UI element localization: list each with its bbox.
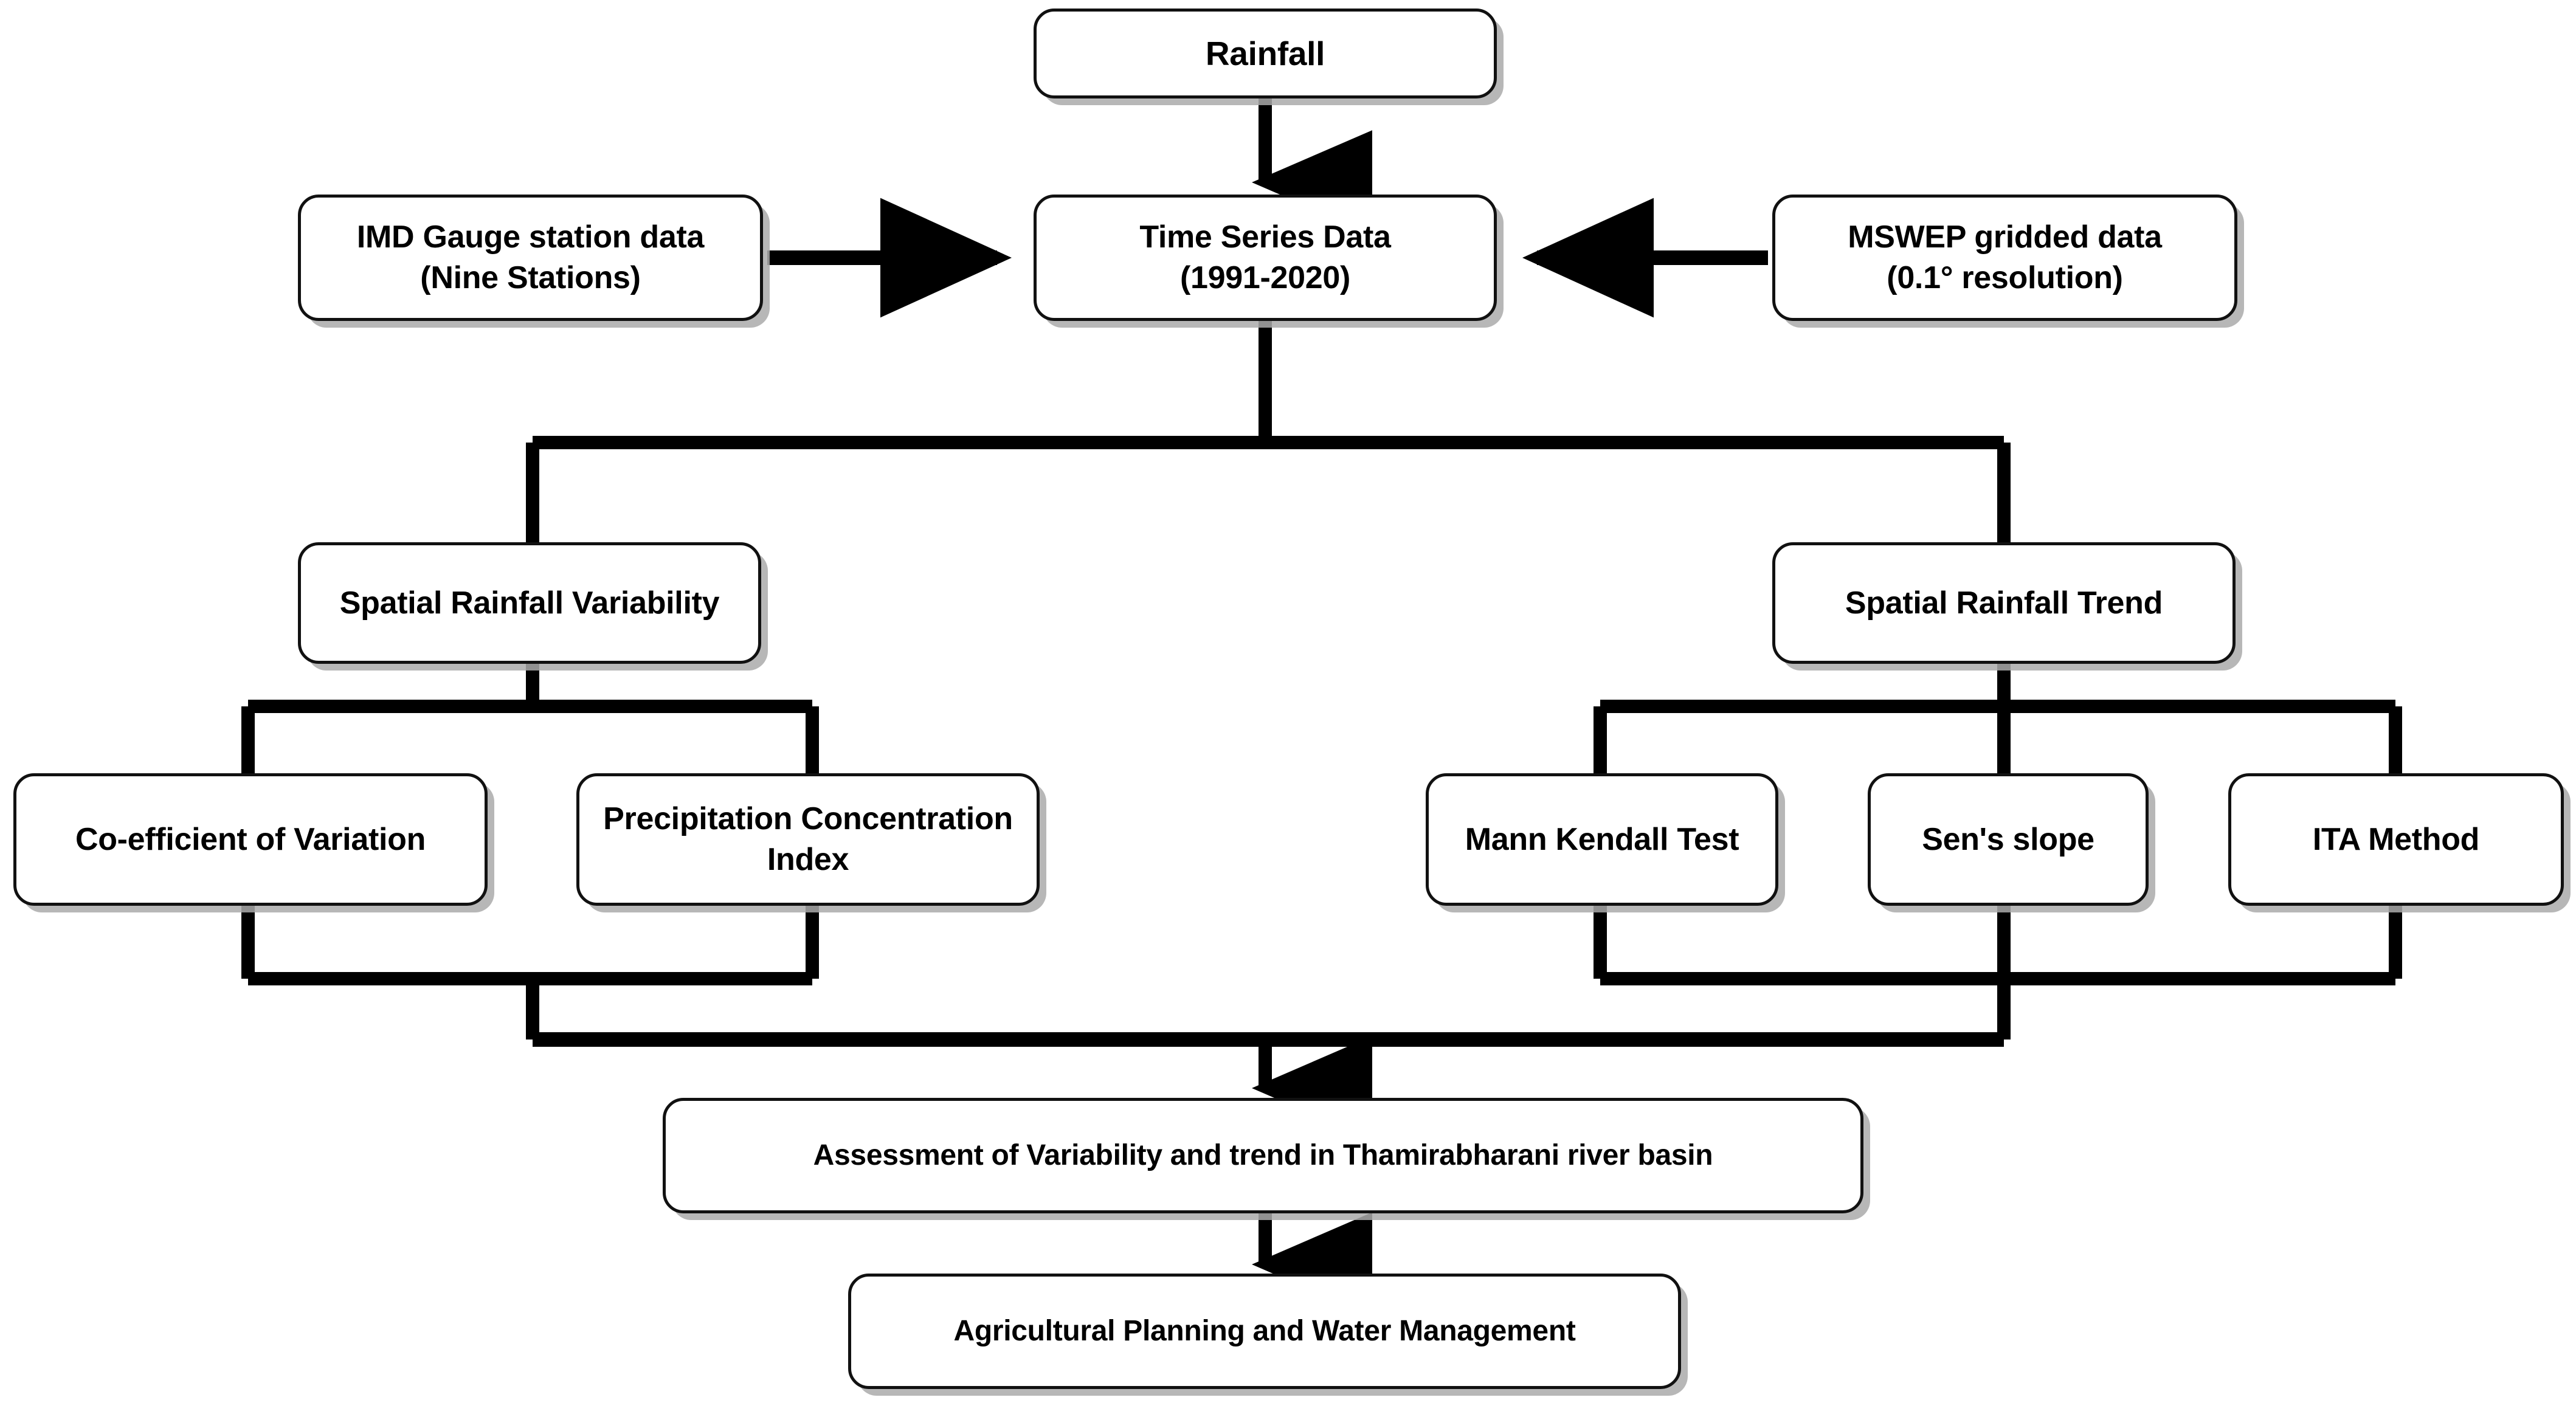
node-spatial-rainfall-variability-label: Spatial Rainfall Variability xyxy=(339,585,720,621)
node-spatial-rainfall-variability[interactable]: Spatial Rainfall Variability xyxy=(298,542,761,664)
node-assessment-of-variability-and-trend-label: Assessment of Variability and trend in T… xyxy=(813,1139,1713,1172)
node-ita-method[interactable]: ITA Method xyxy=(2228,773,2564,906)
node-agricultural-planning-and-water-management-label: Agricultural Planning and Water Manageme… xyxy=(953,1315,1576,1348)
node-precipitation-concentration-index-label: Precipitation Concentration Index xyxy=(603,801,1013,877)
node-mswep-gridded-data-label: MSWEP gridded data (0.1° resolution) xyxy=(1848,219,2162,295)
node-spatial-rainfall-trend[interactable]: Spatial Rainfall Trend xyxy=(1772,542,2236,664)
node-time-series-data-label: Time Series Data (1991-2020) xyxy=(1139,219,1391,295)
node-time-series-data[interactable]: Time Series Data (1991-2020) xyxy=(1034,195,1497,321)
node-rainfall[interactable]: Rainfall xyxy=(1034,9,1497,98)
node-assessment-of-variability-and-trend[interactable]: Assessment of Variability and trend in T… xyxy=(663,1098,1863,1213)
node-mann-kendall-test-label: Mann Kendall Test xyxy=(1465,821,1739,857)
node-coefficient-of-variation[interactable]: Co-efficient of Variation xyxy=(13,773,488,906)
node-precipitation-concentration-index[interactable]: Precipitation Concentration Index xyxy=(576,773,1040,906)
node-agricultural-planning-and-water-management[interactable]: Agricultural Planning and Water Manageme… xyxy=(848,1274,1681,1389)
node-spatial-rainfall-trend-label: Spatial Rainfall Trend xyxy=(1845,585,2163,621)
node-mswep-gridded-data[interactable]: MSWEP gridded data (0.1° resolution) xyxy=(1772,195,2237,321)
node-ita-method-label: ITA Method xyxy=(2312,821,2480,857)
node-sens-slope[interactable]: Sen's slope xyxy=(1868,773,2149,906)
node-coefficient-of-variation-label: Co-efficient of Variation xyxy=(75,821,426,857)
node-sens-slope-label: Sen's slope xyxy=(1922,821,2094,857)
node-imd-gauge-station-data-label: IMD Gauge station data (Nine Stations) xyxy=(356,219,705,295)
node-imd-gauge-station-data[interactable]: IMD Gauge station data (Nine Stations) xyxy=(298,195,763,321)
node-rainfall-label: Rainfall xyxy=(1205,34,1325,72)
node-mann-kendall-test[interactable]: Mann Kendall Test xyxy=(1426,773,1778,906)
